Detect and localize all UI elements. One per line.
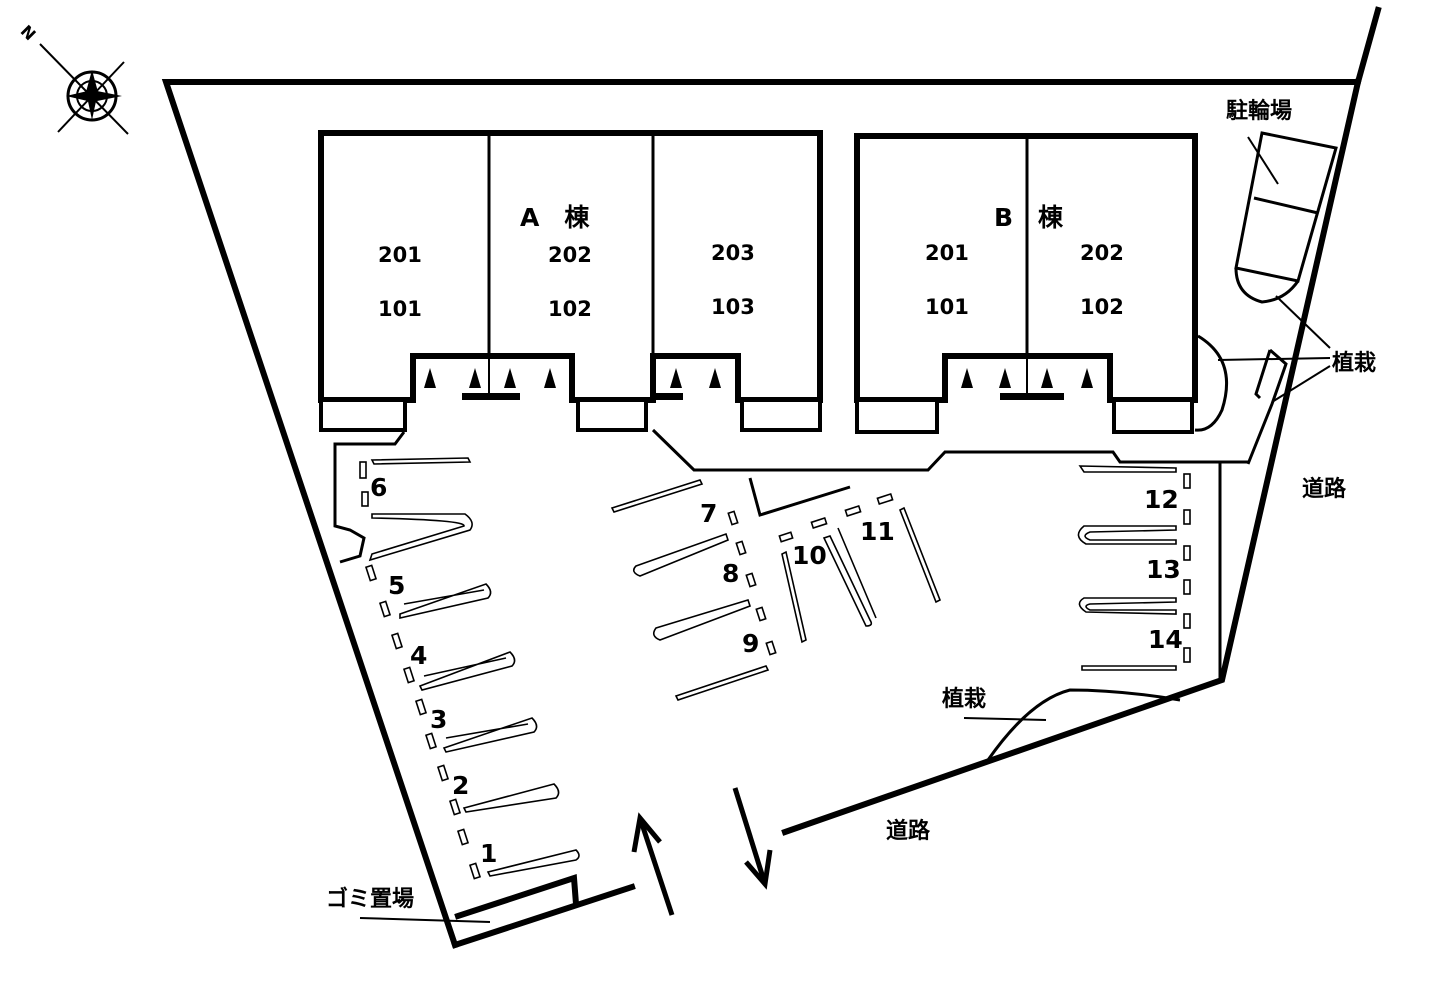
compass-rose-icon: N bbox=[17, 21, 129, 135]
planting-area-top bbox=[1194, 295, 1331, 465]
unit-a-103: 103 bbox=[711, 295, 755, 319]
parking-space-8: 8 bbox=[722, 559, 739, 588]
parking-space-5: 5 bbox=[388, 571, 405, 600]
bicycle-parking bbox=[1234, 131, 1338, 304]
parking-space-4: 4 bbox=[410, 641, 427, 670]
site-boundary bbox=[161, 6, 1382, 949]
garbage-label: ゴミ置場 bbox=[326, 886, 414, 912]
unit-b-102: 102 bbox=[1080, 295, 1124, 319]
unit-b-202: 202 bbox=[1080, 241, 1124, 265]
compass-north-letter: N bbox=[17, 21, 40, 44]
unit-a-202: 202 bbox=[548, 243, 592, 267]
entry-arrow-icon bbox=[631, 812, 675, 916]
parking-space-7: 7 bbox=[700, 499, 717, 528]
unit-a-201: 201 bbox=[378, 243, 422, 267]
parking-space-12: 12 bbox=[1144, 485, 1179, 514]
parking-space-1: 1 bbox=[480, 839, 497, 868]
unit-a-203: 203 bbox=[711, 241, 755, 265]
parking-space-9: 9 bbox=[742, 629, 759, 658]
walkway-outline bbox=[333, 428, 1248, 682]
unit-b-201: 201 bbox=[925, 241, 969, 265]
exit-arrow-icon bbox=[732, 787, 773, 890]
building-b bbox=[854, 133, 1198, 434]
planting-label-top: 植栽 bbox=[1332, 350, 1376, 376]
building-a bbox=[318, 130, 823, 432]
unit-a-102: 102 bbox=[548, 297, 592, 321]
unit-b-101: 101 bbox=[925, 295, 969, 319]
parking-space-2: 2 bbox=[452, 771, 469, 800]
road-label-right: 道路 bbox=[1302, 476, 1347, 502]
parking-space-6: 6 bbox=[370, 473, 387, 502]
road-label-bottom: 道路 bbox=[886, 818, 931, 844]
unit-a-101: 101 bbox=[378, 297, 422, 321]
building-b-name: B 棟 bbox=[994, 203, 1064, 232]
parking-stripes bbox=[359, 457, 1191, 880]
building-a-name: A 棟 bbox=[520, 203, 590, 232]
garbage-area bbox=[359, 873, 580, 923]
parking-space-10: 10 bbox=[792, 541, 827, 570]
parking-space-13: 13 bbox=[1146, 555, 1181, 584]
planting-area-bottom bbox=[963, 688, 1181, 761]
parking-space-11: 11 bbox=[860, 517, 895, 546]
planting-label-bottom: 植栽 bbox=[942, 686, 986, 712]
bicycle-parking-label: 駐輪場 bbox=[1226, 98, 1292, 124]
parking-space-3: 3 bbox=[430, 705, 447, 734]
parking-space-14: 14 bbox=[1148, 625, 1183, 654]
entrance-markers bbox=[424, 368, 1093, 388]
